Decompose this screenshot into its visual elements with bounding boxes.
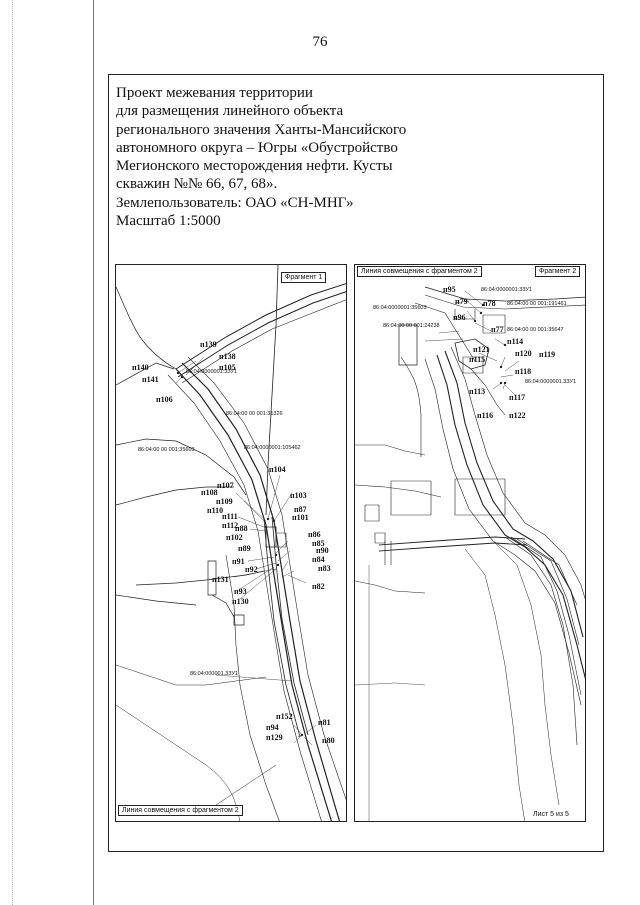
point-label: п78 xyxy=(483,299,496,308)
point-label: п84 xyxy=(312,555,325,564)
cadastral-number: 86:04:0000001:3ЗУ1 xyxy=(481,287,533,293)
point-label: п92 xyxy=(245,565,258,574)
point-label: п89 xyxy=(238,544,251,553)
cadastral-number: 86:04:00 00 001:191461 xyxy=(507,301,567,307)
title-line: для размещения линейного объекта xyxy=(116,103,344,120)
land-user-line: Землепользователь: ОАО «СН-МНГ» xyxy=(116,194,354,211)
margin-line xyxy=(93,0,94,905)
title-line: Проект межевания территории xyxy=(116,85,313,101)
point-label: п117 xyxy=(509,393,526,402)
cadastral-number: 86:04:00 00 001:35647 xyxy=(507,327,564,333)
point-label: п88 xyxy=(235,524,248,533)
point-label: п122 xyxy=(509,411,526,420)
point-label: п138 xyxy=(219,352,236,361)
cadastral-number: 86:04:00 00 001:35603 xyxy=(138,447,195,453)
point-label: п106 xyxy=(156,395,173,404)
point-label: п96 xyxy=(453,313,466,322)
point-label: п87 xyxy=(294,505,307,514)
cadastral-number: 86:04:0000001:35603 xyxy=(373,305,427,311)
point-label: п141 xyxy=(142,375,159,384)
title-line: автономного округа – Югры «Обустройство xyxy=(116,139,398,156)
cadastral-number: 86:04:0000001:105462 xyxy=(244,445,301,451)
fragment-label: Фрагмент 2 xyxy=(535,266,581,277)
point-label: п95 xyxy=(443,285,456,294)
point-label: п85 xyxy=(312,539,325,548)
point-label: п116 xyxy=(477,411,494,420)
cadastral-number: 86:04:00 00 001:31326 xyxy=(226,411,283,417)
point-label: п121 xyxy=(473,345,490,354)
point-label: п83 xyxy=(318,564,331,573)
combination-line-label: Линия совмещения с фрагментом 2 xyxy=(118,805,243,816)
cadastral-number: 86:04:000001.3ЗУ1 xyxy=(190,671,239,677)
point-label: п108 xyxy=(201,488,218,497)
point-label: п90 xyxy=(316,546,329,555)
point-label: п86 xyxy=(308,530,321,539)
cadastral-number: 86:04:0000001:3ЗУ1 xyxy=(186,369,238,375)
fragment-label: Фрагмент 1 xyxy=(281,272,327,283)
cadastral-number: 86:04:00 00 001:24238 xyxy=(383,323,440,329)
point-label: п93 xyxy=(234,587,247,596)
point-label: п112 xyxy=(222,521,239,530)
combination-line-label: Линия совмещения с фрагментом 2 xyxy=(357,266,482,277)
point-label: п140 xyxy=(132,363,149,372)
point-label: п113 xyxy=(469,387,486,396)
point-label: п104 xyxy=(269,465,286,474)
point-label: п139 xyxy=(200,340,217,349)
point-label: п82 xyxy=(312,582,325,591)
page-number: 76 xyxy=(312,34,328,50)
title-line: регионального значения Ханты-Мансийского xyxy=(116,121,407,138)
point-label: п118 xyxy=(515,367,532,376)
point-label: п79 xyxy=(455,297,468,306)
point-label: п119 xyxy=(539,350,556,359)
cadastral-number: 86:04:0000001.3ЗУ1 xyxy=(525,379,577,385)
plan-title: Проект межевания территории для размещен… xyxy=(116,84,406,230)
point-label: п129 xyxy=(266,733,283,742)
point-label: п114 xyxy=(507,337,524,346)
point-label: п152 xyxy=(276,712,293,721)
scale-line: Масштаб 1:5000 xyxy=(116,213,221,230)
point-label: п131 xyxy=(212,575,229,584)
point-label: п91 xyxy=(232,557,245,566)
map-fragment-2-drawing xyxy=(355,286,585,821)
point-label: п130 xyxy=(232,597,249,606)
title-line: Мегионского месторождения нефти. Кусты xyxy=(116,158,393,175)
point-label: п103 xyxy=(290,491,307,500)
map-fragment-2: Линия совмещения с фрагментом 2 Фрагмент… xyxy=(354,264,586,822)
map-fragment-1: Фрагмент 1 86:04:0000001:3ЗУ1 86:04:00 0… xyxy=(115,264,347,822)
point-label: п102 xyxy=(226,533,243,542)
plan-frame xyxy=(108,74,604,852)
point-label: п107 xyxy=(217,481,234,490)
point-label: п101 xyxy=(292,513,309,522)
point-label: п120 xyxy=(515,349,532,358)
point-label: п110 xyxy=(207,506,224,515)
sheet-number: Лист 5 из 5 xyxy=(533,811,569,819)
point-label: п80 xyxy=(322,736,335,745)
map-fragment-1-drawing xyxy=(116,265,346,821)
title-line: скважин №№ 66, 67, 68». xyxy=(116,176,278,193)
point-label: п77 xyxy=(491,325,504,334)
margin-dotted-line xyxy=(12,0,13,905)
point-label: п105 xyxy=(219,363,236,372)
point-label: п115 xyxy=(469,355,486,364)
point-label: п109 xyxy=(216,497,233,506)
point-label: п94 xyxy=(266,723,279,732)
point-label: п111 xyxy=(222,512,238,521)
point-label: п81 xyxy=(318,718,331,727)
